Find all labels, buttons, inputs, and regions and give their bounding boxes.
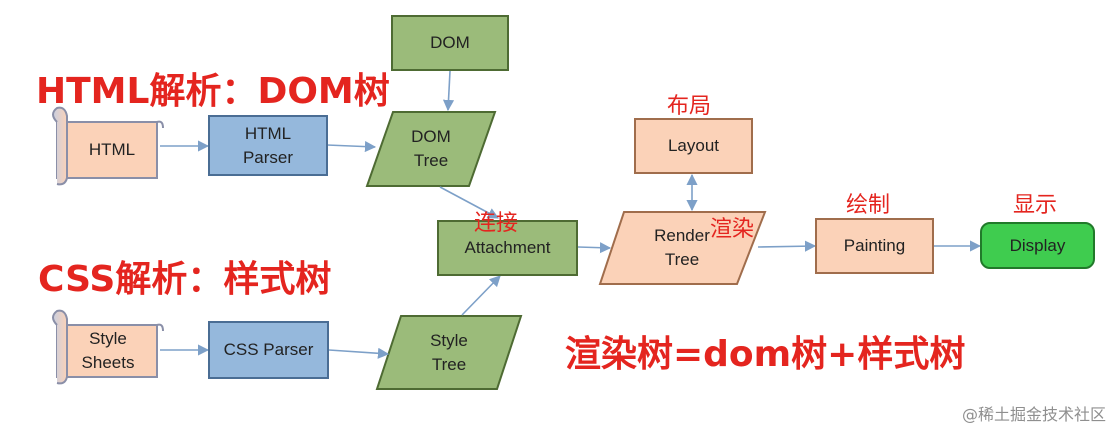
html-scroll-shape: [52, 106, 164, 186]
arrow-style-tree-to-attachment: [461, 275, 501, 316]
css-parser-node: CSS Parser: [208, 321, 329, 379]
style-sheets-node: Style Sheets: [81, 329, 135, 372]
arrow-attachment-to-render-tree: [577, 242, 612, 254]
style-sheets-scroll-shape: [52, 309, 164, 385]
attachment-node: Attachment: [437, 220, 578, 276]
dom-tree-shape: [365, 111, 497, 187]
arrow-dom-tree-to-attachment: [439, 186, 499, 219]
arrows: [160, 70, 982, 359]
watermark: @稀土掘金技术社区: [961, 405, 1106, 424]
arrow-dom-to-dom-tree: [442, 70, 455, 112]
arrow-css-parser-to-style-tree: [328, 347, 390, 359]
painting-node: Painting: [815, 218, 934, 274]
dom-node: DOM: [391, 15, 509, 71]
html-parser-node: HTML Parser: [208, 115, 328, 176]
render-tree-shape: [598, 211, 767, 285]
display-node: Display: [980, 222, 1095, 269]
arrow-parser-to-dom-tree: [326, 140, 377, 153]
style-tree-node: Style Tree: [430, 330, 468, 374]
html-node: HTML: [88, 140, 136, 159]
layout-node: Layout: [634, 118, 753, 174]
arrow-render-tree-to-painting: [757, 240, 817, 252]
style-tree-shape: [375, 315, 523, 390]
dom-tree-node: DOM Tree: [411, 127, 451, 170]
render-tree-node: Render Tree: [654, 226, 710, 269]
